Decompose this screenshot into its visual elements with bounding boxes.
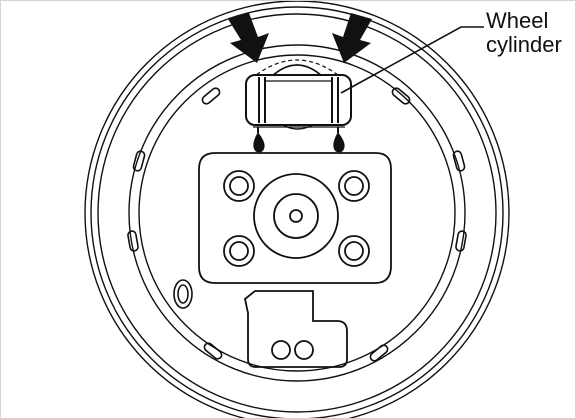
rim-slot: [391, 87, 411, 105]
hub-plate-outline: [198, 152, 392, 284]
adjuster-hole-inner: [177, 284, 189, 304]
inner-ring: [138, 54, 456, 372]
rim-slot: [452, 150, 466, 172]
fluid-drop-icon: [253, 132, 265, 153]
wheel-cylinder-body: [245, 74, 352, 126]
down-arrow-icon: [228, 13, 269, 63]
rim-slot: [369, 344, 389, 362]
outer-ring: [84, 1, 510, 418]
rim-slot: [203, 342, 223, 360]
down-arrows: [228, 13, 372, 63]
rim-slot: [201, 87, 221, 105]
callout-label-line-1: Wheel: [486, 8, 549, 33]
anchor-bracket-outline: [244, 290, 348, 368]
fluid-drop-icon: [333, 132, 345, 153]
adjuster-hole: [173, 279, 193, 309]
rim-slot: [132, 150, 146, 172]
cylinder-boss: [270, 64, 324, 78]
wheel-cylinder: [245, 74, 352, 130]
axle-boss: [273, 193, 319, 239]
rim-slot: [455, 230, 467, 252]
mounting-bolt: [229, 241, 249, 261]
rim-slot: [127, 230, 139, 252]
mounting-bolt: [338, 170, 370, 202]
axle-center: [289, 209, 303, 223]
stamping-outline: [250, 59, 344, 80]
mounting-bolt: [229, 176, 249, 196]
fluid-drops: [253, 127, 345, 153]
backing-plate-rings: [84, 1, 510, 418]
down-arrow-icon: [332, 13, 372, 63]
anchor-bolt: [271, 340, 291, 360]
mounting-bolt: [223, 170, 255, 202]
callout-label-line-2: cylinder: [486, 32, 562, 57]
mounting-bolt: [223, 235, 255, 267]
mounting-bolt: [338, 235, 370, 267]
mounting-bolt: [344, 241, 364, 261]
mounting-bolt: [344, 176, 364, 196]
axle-flange: [253, 173, 339, 259]
rim-slots: [127, 87, 467, 362]
hub-plate: [198, 152, 392, 284]
callout-leader: [340, 26, 484, 94]
anchor-bracket: [244, 290, 348, 368]
mounting-bolts: [223, 170, 370, 267]
outer-ring-3: [97, 13, 497, 413]
outer-ring-2: [90, 6, 504, 418]
middle-ring: [128, 44, 466, 382]
wheel-cylinder-bottom-lip: [282, 124, 314, 130]
anchor-bolt: [294, 340, 314, 360]
